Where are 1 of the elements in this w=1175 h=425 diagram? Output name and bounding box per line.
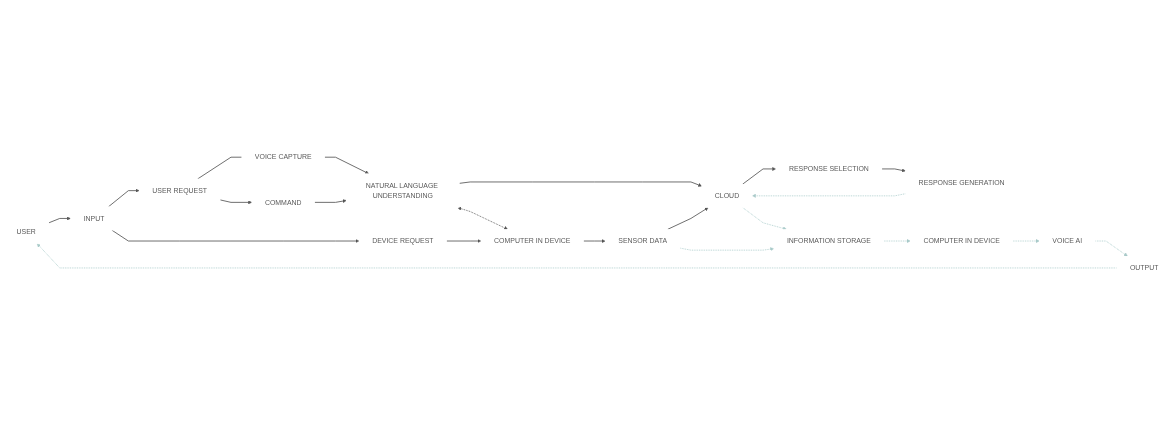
- connector: [197, 156, 243, 180]
